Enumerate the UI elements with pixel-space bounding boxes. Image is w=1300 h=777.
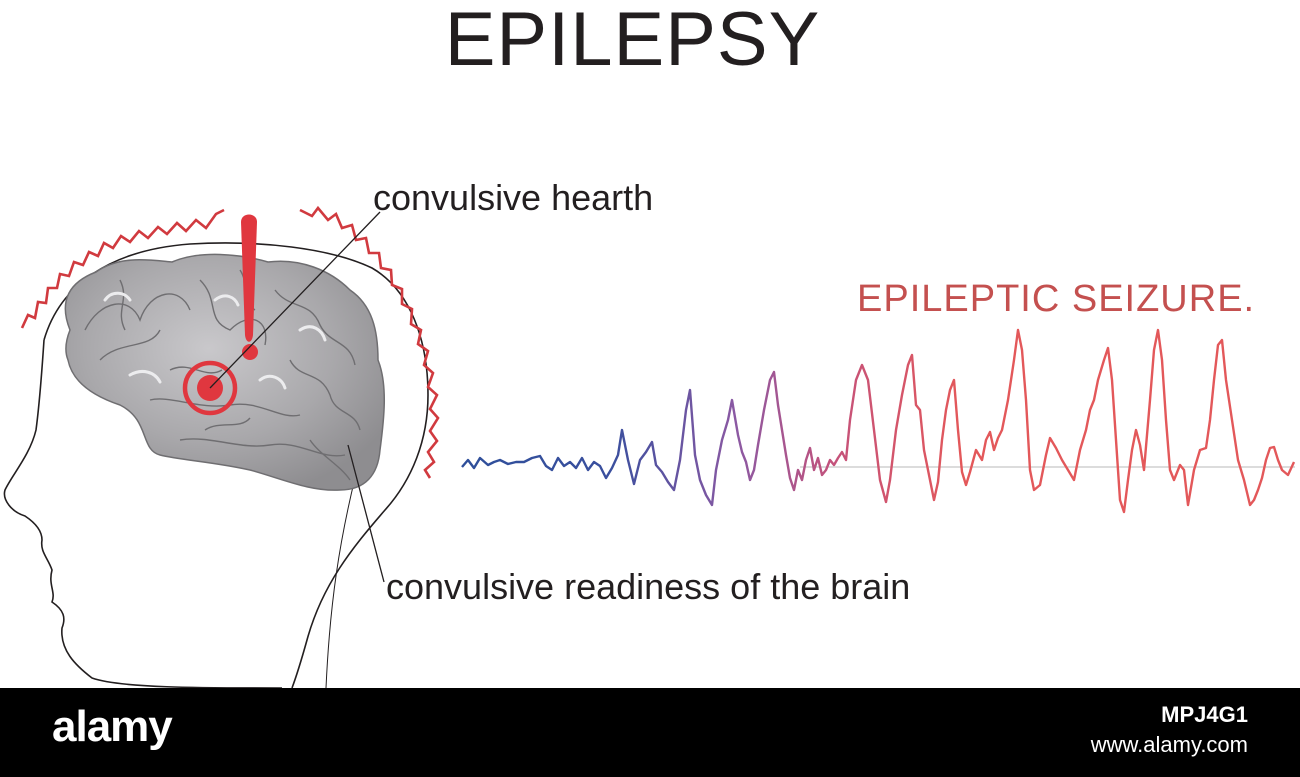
seizure-label: EPILEPTIC SEIZURE. [857, 279, 1255, 319]
page-title: EPILEPSY [0, 0, 1265, 80]
watermark-brand: alamy [52, 702, 172, 752]
readiness-label: convulsive readiness of the brain [386, 567, 910, 607]
focus-label: convulsive hearth [373, 178, 653, 218]
watermark-bar: alamy MPJ4G1 www.alamy.com [0, 688, 1300, 777]
watermark-site: www.alamy.com [1091, 732, 1248, 758]
eeg-waveform [462, 330, 1294, 512]
watermark-image-id: MPJ4G1 [1161, 702, 1248, 728]
